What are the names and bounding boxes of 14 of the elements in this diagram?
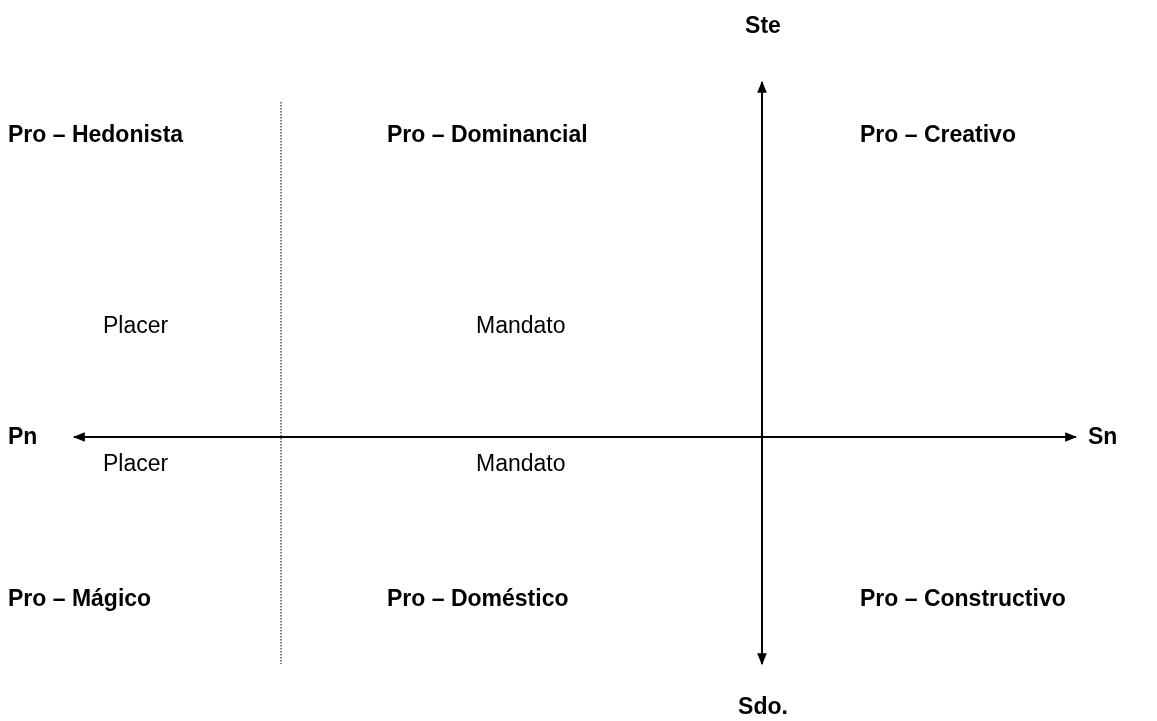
axis-label: Ste	[745, 12, 781, 40]
quadrant-label: Pro – Hedonista	[8, 121, 184, 149]
quadrant-label: Pro – Creativo	[860, 121, 1016, 149]
region-label: Mandato	[476, 450, 566, 478]
axis-label: Pn	[8, 423, 38, 451]
axis-label: Sn	[1088, 423, 1118, 451]
quadrant-label: Pro – Constructivo	[860, 585, 1066, 613]
region-label: Placer	[103, 450, 169, 478]
axis-label: Sdo.	[738, 693, 788, 721]
region-label: Mandato	[476, 312, 566, 340]
region-label: Placer	[103, 312, 169, 340]
quadrant-label: Pro – Doméstico	[387, 585, 569, 613]
quadrant-label: Pro – Dominancial	[387, 121, 588, 149]
quadrant-label: Pro – Mágico	[8, 585, 152, 613]
